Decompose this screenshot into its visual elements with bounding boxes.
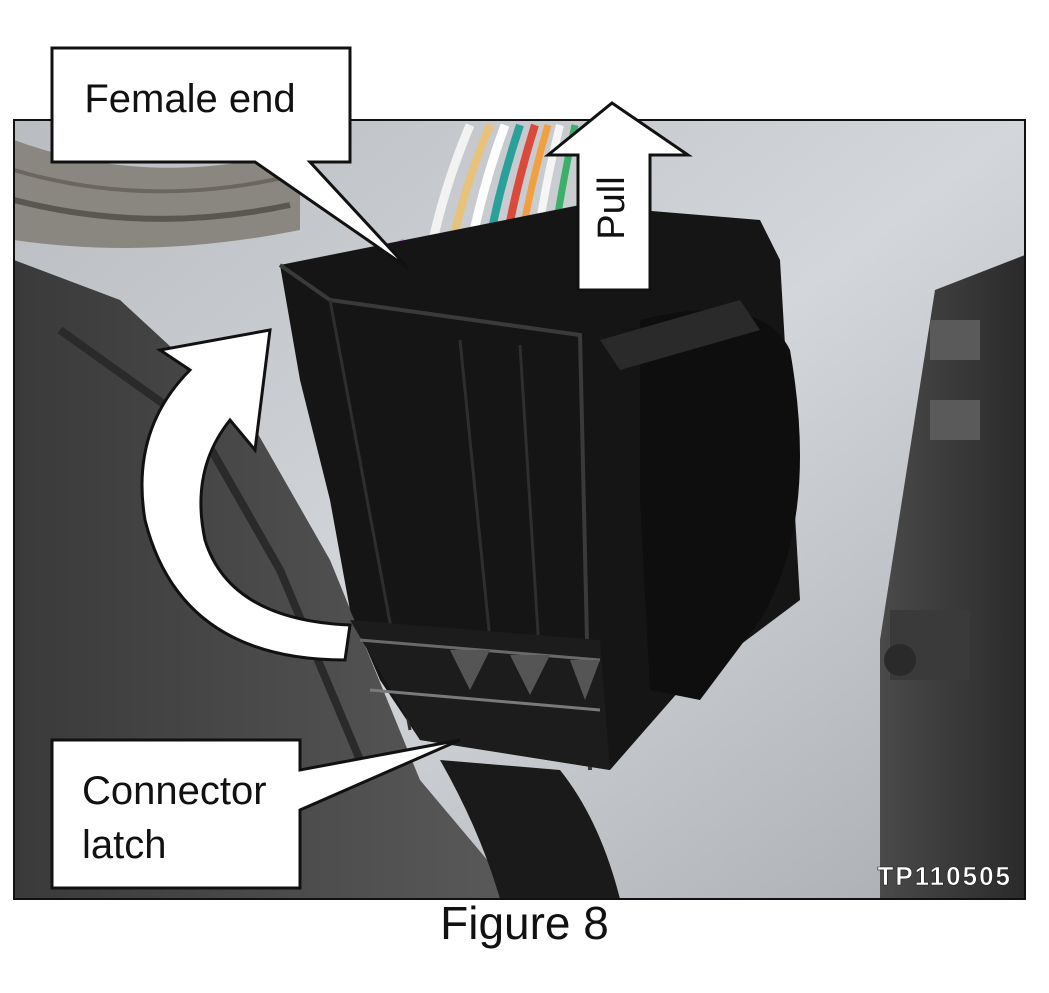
connector-body	[278, 205, 800, 771]
female-end-label: Female end	[84, 77, 295, 121]
right-housing	[880, 255, 1025, 899]
pull-label: Pull	[591, 176, 633, 239]
lower-harness	[440, 760, 620, 899]
figure-caption: Figure 8	[440, 897, 609, 949]
hose-shape	[14, 140, 300, 248]
photo-frame	[13, 119, 1026, 900]
photo-id-label: TP110505	[877, 861, 1012, 891]
rotate-arrow	[140, 328, 352, 662]
connector-latch-label-line1: Connector	[82, 769, 267, 813]
connector-latch-label-line2: latch	[82, 823, 167, 867]
female-end-callout: Female end	[50, 46, 410, 270]
connector-latch-callout: Connector latch	[50, 738, 461, 890]
pull-arrow: Pull	[543, 101, 693, 292]
